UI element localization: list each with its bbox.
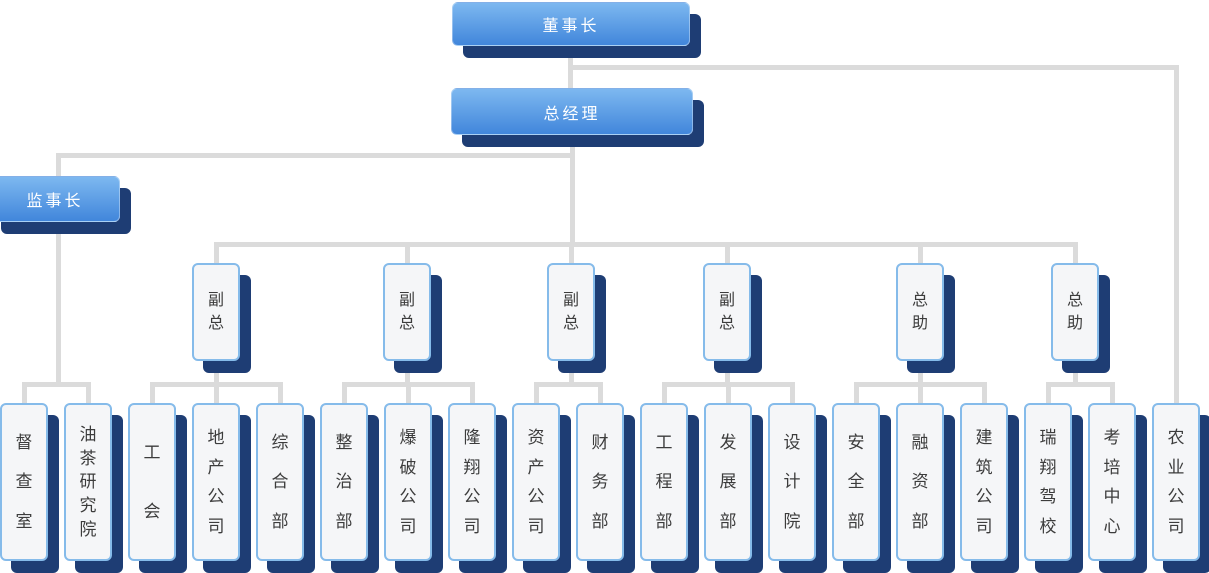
connector-line xyxy=(342,382,347,403)
connector-line xyxy=(406,382,411,403)
connector-line xyxy=(214,242,219,263)
org-node-label: 总助 xyxy=(1066,291,1083,332)
org-node-dept-agriculture[interactable]: 农业公司 xyxy=(1152,403,1200,561)
org-node-label: 发展部 xyxy=(719,433,737,531)
org-node-dept-labor-union[interactable]: 工会 xyxy=(128,403,176,561)
connector-line xyxy=(725,242,730,263)
org-node-chairman[interactable]: 董事长 xyxy=(452,2,690,46)
org-node-dept-assets[interactable]: 资产公司 xyxy=(512,403,560,561)
org-node-supervisor[interactable]: 监事长 xyxy=(0,176,120,222)
org-node-dept-real-estate[interactable]: 地产公司 xyxy=(192,403,240,561)
org-node-dept-blasting[interactable]: 爆破公司 xyxy=(384,403,432,561)
org-node-label: 融资部 xyxy=(911,433,929,531)
org-node-dept-renovation[interactable]: 整治部 xyxy=(320,403,368,561)
connector-line xyxy=(22,382,90,387)
org-node-dept-development[interactable]: 发展部 xyxy=(704,403,752,561)
org-node-label: 隆翔公司 xyxy=(463,428,481,536)
org-node-label: 工程部 xyxy=(655,433,673,531)
org-node-label: 董事长 xyxy=(542,18,600,35)
org-node-label: 设计院 xyxy=(783,433,801,531)
org-node-label: 地产公司 xyxy=(207,428,225,536)
connector-line xyxy=(918,360,923,385)
org-node-label: 财务部 xyxy=(591,433,609,531)
org-node-dept-ruixiang-driving-school[interactable]: 瑞翔驾校 xyxy=(1024,403,1072,561)
connector-line xyxy=(570,134,575,246)
org-node-deputy-4[interactable]: 副总 xyxy=(703,263,751,361)
connector-line xyxy=(22,382,27,403)
org-node-deputy-3[interactable]: 副总 xyxy=(547,263,595,361)
connector-line xyxy=(1110,382,1115,403)
connector-line xyxy=(534,382,539,403)
org-node-label: 资产公司 xyxy=(527,428,545,536)
connector-line xyxy=(918,382,923,403)
connector-line xyxy=(534,382,602,387)
connector-line xyxy=(598,382,603,403)
org-node-dept-construction[interactable]: 建筑公司 xyxy=(960,403,1008,561)
org-node-dept-camellia-institute[interactable]: 油茶研究院 xyxy=(64,403,112,561)
connector-line xyxy=(1046,382,1051,403)
connector-line xyxy=(918,242,923,263)
org-node-dept-design[interactable]: 设计院 xyxy=(768,403,816,561)
connector-line xyxy=(569,360,574,385)
connector-line xyxy=(569,242,574,263)
org-node-label: 副总 xyxy=(718,291,735,332)
org-node-general-manager[interactable]: 总经理 xyxy=(451,88,693,135)
org-node-dept-safety[interactable]: 安全部 xyxy=(832,403,880,561)
connector-line xyxy=(214,242,1077,247)
org-node-label: 总经理 xyxy=(543,105,601,123)
connector-line xyxy=(86,382,91,403)
org-node-label: 监事长 xyxy=(26,193,84,210)
connector-line xyxy=(790,382,795,403)
connector-line xyxy=(150,382,155,403)
connector-line xyxy=(854,382,859,403)
org-node-label: 督查室 xyxy=(15,433,33,531)
org-node-dept-longxiang[interactable]: 隆翔公司 xyxy=(448,403,496,561)
org-node-label: 爆破公司 xyxy=(399,428,417,536)
org-node-label: 农业公司 xyxy=(1167,428,1185,536)
org-node-assistant-2[interactable]: 总助 xyxy=(1051,263,1099,361)
connector-line xyxy=(405,242,410,263)
connector-line xyxy=(568,65,1179,70)
org-node-dept-general-affairs[interactable]: 综合部 xyxy=(256,403,304,561)
org-node-label: 考培中心 xyxy=(1103,428,1121,536)
org-node-label: 副总 xyxy=(562,291,579,332)
connector-line xyxy=(726,382,731,403)
connector-line xyxy=(56,153,573,158)
org-node-label: 副总 xyxy=(398,291,415,332)
connector-line xyxy=(1073,360,1078,385)
org-node-label: 建筑公司 xyxy=(975,428,993,536)
org-node-label: 整治部 xyxy=(335,433,353,531)
org-node-label: 工会 xyxy=(143,443,161,521)
connector-line xyxy=(1073,242,1078,263)
connector-line xyxy=(1046,382,1114,387)
org-node-deputy-2[interactable]: 副总 xyxy=(383,263,431,361)
connector-line xyxy=(1174,65,1179,403)
org-node-label: 副总 xyxy=(207,291,224,332)
org-node-dept-engineering[interactable]: 工程部 xyxy=(640,403,688,561)
connector-line xyxy=(56,153,61,385)
org-node-dept-finance[interactable]: 财务部 xyxy=(576,403,624,561)
connector-line xyxy=(278,382,283,403)
connector-line xyxy=(214,360,219,385)
org-node-label: 安全部 xyxy=(847,433,865,531)
connector-line xyxy=(214,382,219,403)
org-node-dept-inspection[interactable]: 督查室 xyxy=(0,403,48,561)
org-node-dept-financing[interactable]: 融资部 xyxy=(896,403,944,561)
connector-line xyxy=(725,360,730,385)
org-node-label: 油茶研究院 xyxy=(79,425,97,539)
org-node-label: 瑞翔驾校 xyxy=(1039,428,1057,536)
org-node-assistant-1[interactable]: 总助 xyxy=(896,263,944,361)
connector-line xyxy=(662,382,667,403)
connector-line xyxy=(405,360,410,385)
org-node-dept-training-center[interactable]: 考培中心 xyxy=(1088,403,1136,561)
org-node-deputy-1[interactable]: 副总 xyxy=(192,263,240,361)
org-node-label: 总助 xyxy=(911,291,928,332)
connector-line xyxy=(982,382,987,403)
org-node-label: 综合部 xyxy=(271,433,289,531)
connector-line xyxy=(470,382,475,403)
